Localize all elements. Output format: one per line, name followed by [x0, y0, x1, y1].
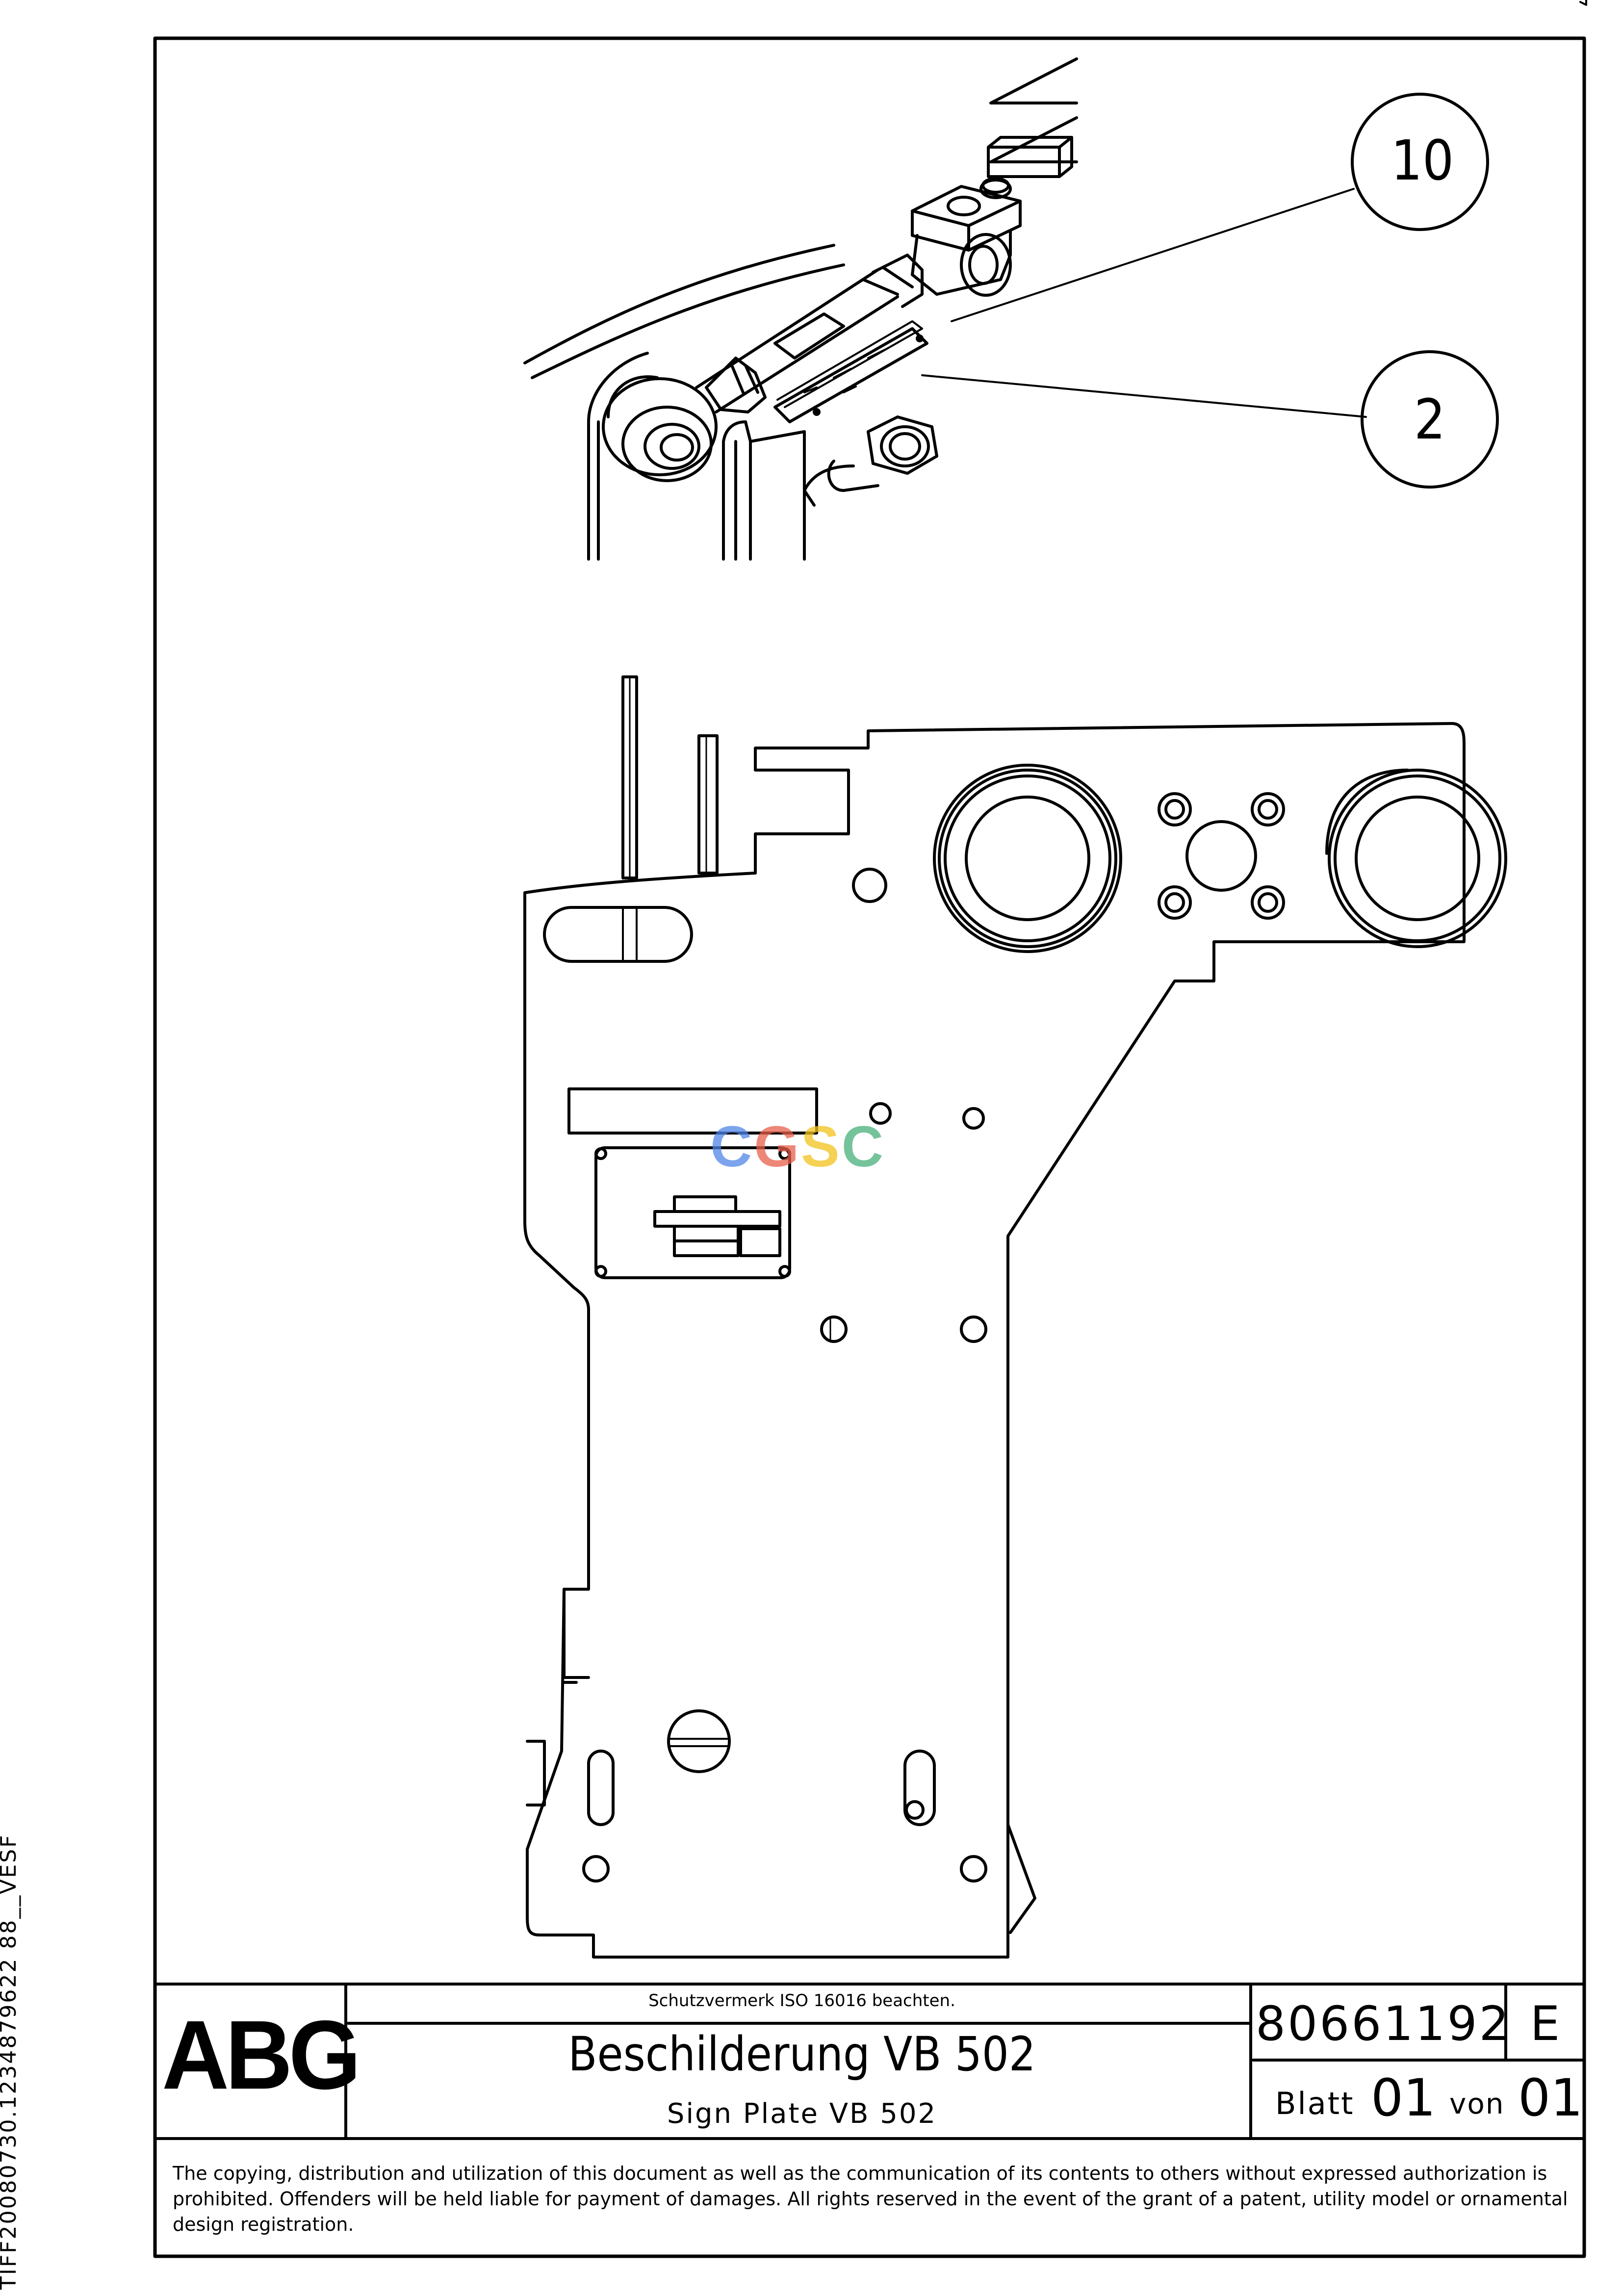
protection-note: Schutzvermerk ISO 16016 beachten.	[648, 1991, 955, 2011]
document-number: 80661192	[1256, 1996, 1511, 2051]
watermark-letter: C	[841, 1114, 885, 1179]
title-english: Sign Plate VB 502	[667, 2098, 937, 2130]
detail-view-perspective	[523, 57, 1499, 561]
callout-10: 10	[1390, 129, 1454, 193]
callout-2: 2	[1414, 388, 1446, 452]
title-block-lines	[154, 1983, 1586, 2140]
watermark-letter: S	[801, 1114, 842, 1179]
drawing-frame	[153, 36, 1586, 2258]
corner-mark	[1579, 0, 1587, 6]
sheet-number: 01	[1371, 2068, 1436, 2128]
side-code: TIFF20080730.1234879622 88__VESF	[0, 1833, 21, 2290]
sheet-label: Blatt	[1275, 2086, 1355, 2121]
watermark: CGSC	[710, 1113, 885, 1180]
company-logo: ABG	[162, 2000, 361, 2110]
watermark-letter: C	[710, 1114, 754, 1179]
detail-view-plate	[523, 675, 1507, 1959]
title-german: Beschilderung VB 502	[568, 2027, 1036, 2082]
watermark-letter: G	[754, 1114, 801, 1179]
sheet-of-label: von	[1449, 2087, 1505, 2120]
copyright-notice: The copying, distribution and utilizatio…	[173, 2163, 1568, 2235]
revision: E	[1530, 1996, 1560, 2051]
sheet-total: 01	[1518, 2068, 1583, 2128]
